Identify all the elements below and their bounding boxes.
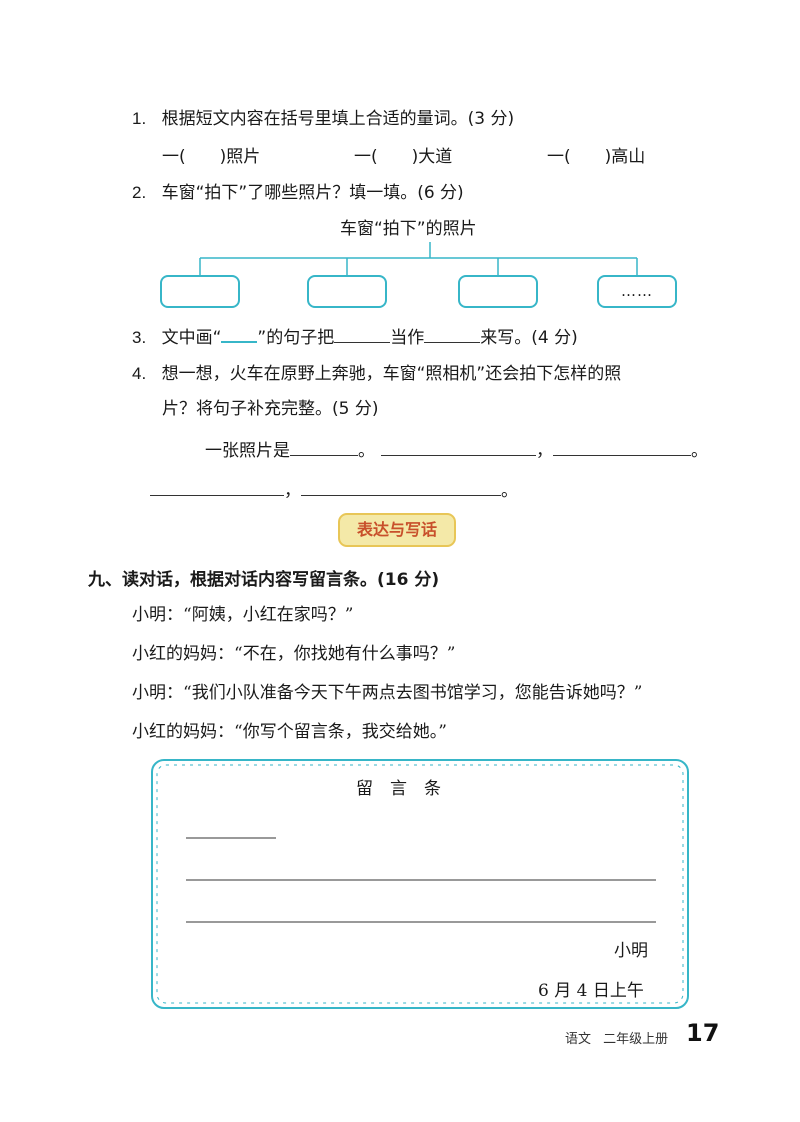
q2-text: 车窗“拍下”了哪些照片？填一填。(6 分) [161,183,464,203]
note-date: 6 月 4 日上午 [538,981,644,1001]
answer-box-ellipsis: …… [597,275,677,308]
q4-line2: 片？将句子补充完整。(5 分) [162,399,379,419]
q4-comma-2: ， [284,481,301,501]
q2-number: 2. [132,183,147,202]
footer-subject: 语文 [565,1032,592,1047]
q1-item-1: 一( )照片 [162,147,261,167]
q3-blank-2[interactable] [424,324,481,343]
q4-blank-5[interactable] [301,477,501,496]
q4-answer-line1: 一张照片是 。 ， 。 [205,437,708,463]
q3-blank-marker [221,323,258,343]
q2-prompt: 2. 车窗“拍下”了哪些照片？填一填。(6 分) [132,181,464,205]
note-signature: 小明 [614,941,648,961]
q3-blank-1[interactable] [334,324,391,343]
q1-item-2: 一( )大道 [354,147,453,167]
dialogue-line-3: 小明：“我们小队准备今天下午两点去图书馆学习，您能告诉她吗？” [132,683,643,703]
q4-line1: 想一想，火车在原野上奔驰，车窗“照相机”还会拍下怎样的照 [161,364,622,384]
q3-part2: ”的句子把 [257,328,335,348]
q4-blank-4[interactable] [150,477,284,496]
footer-text: 语文 二年级上册 [565,1028,668,1047]
q1-number: 1. [132,109,147,128]
q4-answer-start: 一张照片是 [205,441,290,461]
q4-blank-3[interactable] [553,437,691,456]
dialogue-line-2: 小红的妈妈：“不在，你找她有什么事吗？” [132,644,456,664]
dialogue-line-4: 小红的妈妈：“你写个留言条，我交给她。” [132,722,447,742]
answer-box-1[interactable] [160,275,240,308]
q3-part4: 来写。(4 分) [480,328,578,348]
q4-prompt-line1: 4. 想一想，火车在原野上奔驰，车窗“照相机”还会拍下怎样的照 [132,362,621,386]
q3-part1: 文中画“ [161,328,222,348]
q1-text: 根据短文内容在括号里填上合适的量词。(3 分) [161,109,515,129]
diagram-connectors [199,242,638,275]
note-title: 留 言 条 [356,779,441,799]
page-number: 17 [686,1019,720,1047]
q1-prompt: 1. 根据短文内容在括号里填上合适的量词。(3 分) [132,107,514,131]
footer-grade: 二年级上册 [603,1032,669,1047]
q9-heading: 九、读对话，根据对话内容写留言条。(16 分) [88,570,440,590]
answer-box-3[interactable] [458,275,538,308]
q4-answer-line2: ，。 [150,477,518,503]
q4-blank-1[interactable] [290,437,358,456]
q3-number: 3. [132,328,147,347]
q4-comma-1: ， [536,441,553,461]
q4-number: 4. [132,364,147,383]
q4-period-1: 。 [358,441,375,461]
dialogue-line-1: 小明：“阿姨，小红在家吗？” [132,605,354,625]
q1-item-3: 一( )高山 [547,147,646,167]
q4-blank-2[interactable] [381,437,536,456]
diagram-title: 车窗“拍下”的照片 [340,219,477,239]
q3-part3: 当作 [390,328,425,348]
answer-box-2[interactable] [307,275,387,308]
section-badge: 表达与写话 [338,513,456,547]
q4-period-2: 。 [691,441,708,461]
q4-period-3: 。 [501,481,518,501]
q3-prompt: 3. 文中画“ ”的句子把 当作 来写。(4 分) [132,323,578,350]
